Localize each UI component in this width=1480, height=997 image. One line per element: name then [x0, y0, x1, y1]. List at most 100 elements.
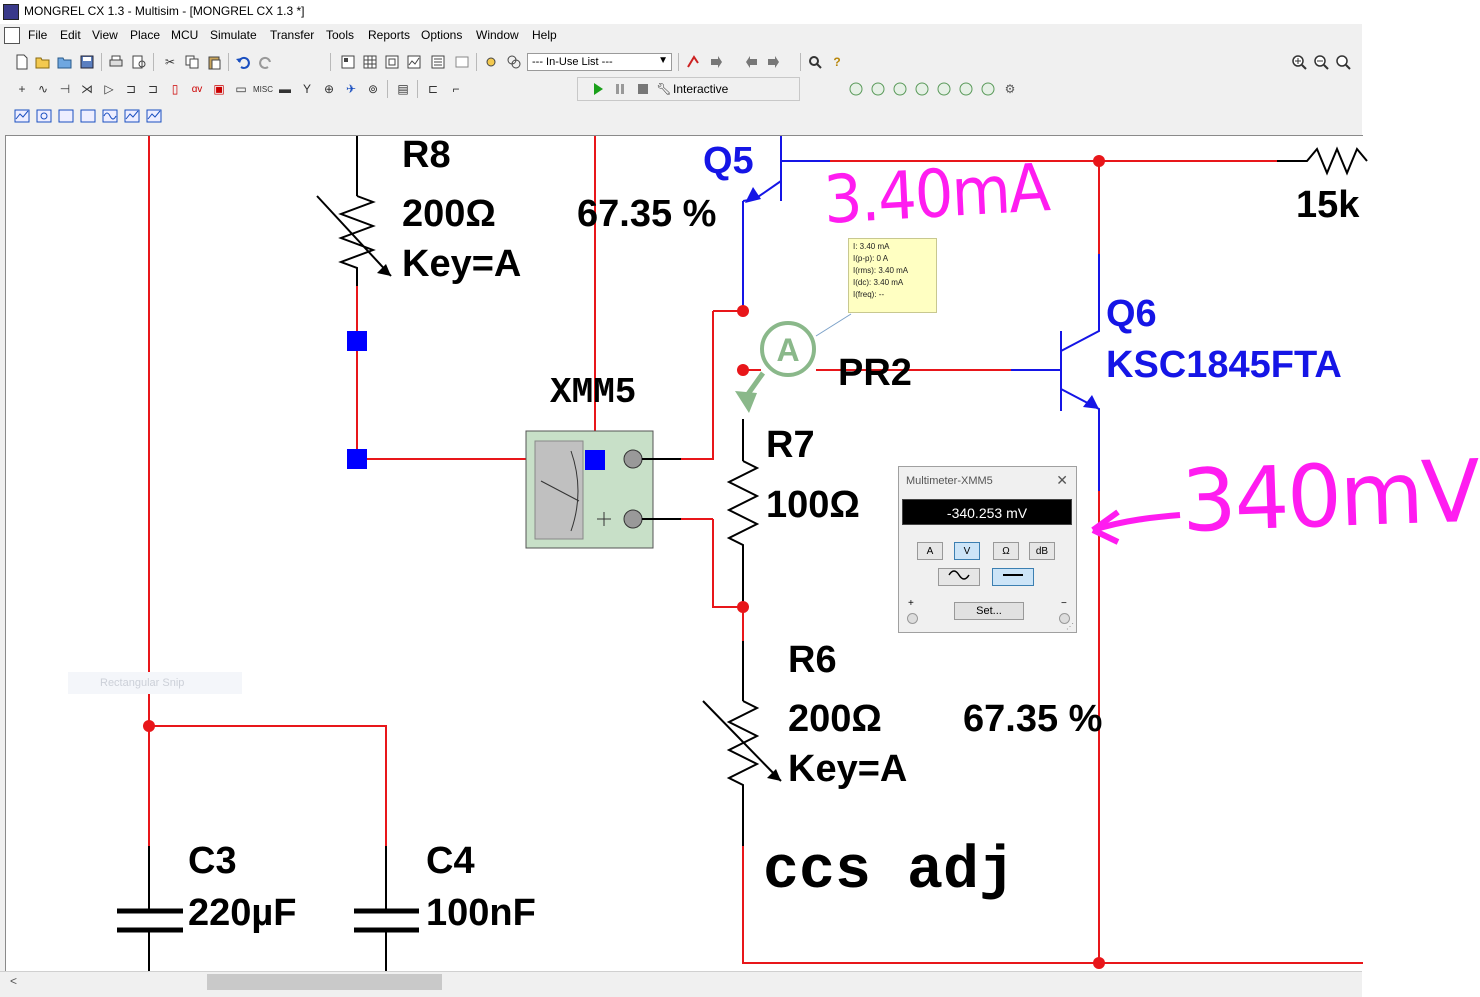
grapher-icon[interactable]	[406, 54, 422, 70]
stop-icon[interactable]	[635, 81, 651, 97]
erc-icon[interactable]	[685, 54, 701, 70]
undo-icon[interactable]	[235, 54, 251, 70]
plus-terminal[interactable]	[907, 613, 918, 624]
menu-tools[interactable]: Tools	[326, 28, 355, 42]
scroll-left-icon[interactable]: <	[10, 974, 18, 988]
paste-icon[interactable]	[206, 54, 222, 70]
probe-current-icon[interactable]	[870, 81, 886, 97]
open-icon[interactable]	[35, 54, 51, 70]
misc-digital-icon[interactable]: ▯	[171, 82, 179, 96]
find-icon[interactable]	[807, 54, 823, 70]
scroll-thumb[interactable]	[207, 974, 442, 990]
save-icon[interactable]	[79, 54, 95, 70]
menu-edit[interactable]: Edit	[60, 28, 81, 42]
menu-view[interactable]: View	[92, 28, 118, 42]
xmm5-name: XMM5	[550, 372, 637, 413]
ac-mode-button[interactable]	[938, 568, 980, 586]
print-preview-icon[interactable]	[131, 54, 147, 70]
mode-ammeter-button[interactable]: A	[917, 542, 943, 560]
bus-icon[interactable]: ⌐	[452, 82, 460, 96]
probe-voltage-icon[interactable]	[848, 81, 864, 97]
interactive-mode-label[interactable]: Interactive	[673, 82, 729, 96]
rf-icon[interactable]: Y	[302, 82, 311, 96]
probe-power-icon[interactable]	[892, 81, 908, 97]
open-sample-icon[interactable]	[57, 54, 73, 70]
run-icon[interactable]	[590, 81, 606, 97]
horizontal-scrollbar[interactable]: <	[0, 971, 1362, 997]
database-icon[interactable]	[384, 54, 400, 70]
minus-terminal[interactable]	[1059, 613, 1070, 624]
redo-icon[interactable]	[258, 54, 274, 70]
instrument-oscilloscope-icon[interactable]	[102, 108, 118, 124]
description-box-icon[interactable]	[430, 54, 446, 70]
menu-file[interactable]: File	[28, 28, 48, 42]
probe-differential-icon[interactable]	[914, 81, 930, 97]
menu-reports[interactable]: Reports	[368, 28, 411, 42]
back-annotate-icon[interactable]	[744, 54, 760, 70]
resistor-15k-value: 15k	[1296, 184, 1360, 226]
close-icon[interactable]: ✕	[1056, 472, 1068, 488]
indicator-icon[interactable]: ▣	[213, 82, 225, 96]
q6-model: KSC1845FTA	[1106, 344, 1342, 386]
connectors-icon[interactable]: ⊚	[367, 82, 379, 96]
pause-icon[interactable]	[612, 81, 628, 97]
mixed-icon[interactable]: ɑv	[191, 83, 203, 95]
mcu-icon[interactable]: ▤	[397, 82, 409, 96]
menu-window[interactable]: Window	[476, 28, 519, 42]
in-use-list-dropdown[interactable]: --- In-Use List ---▼	[527, 53, 672, 71]
diode-icon[interactable]: ⊣	[59, 82, 71, 96]
schematic-canvas[interactable]: A	[5, 135, 1368, 972]
menu-options[interactable]: Options	[421, 28, 463, 42]
zoom-out-icon[interactable]	[1313, 54, 1329, 70]
component-wizard-icon[interactable]	[483, 54, 499, 70]
probe-reference-icon[interactable]	[958, 81, 974, 97]
advanced-peripherals-icon[interactable]: ▬	[279, 82, 291, 96]
instrument-bode-plotter-icon[interactable]	[124, 108, 140, 124]
instrument-spectrum-icon[interactable]	[146, 108, 162, 124]
cut-icon[interactable]: ✂	[164, 55, 176, 69]
print-icon[interactable]	[108, 54, 124, 70]
menu-help[interactable]: Help	[532, 28, 557, 42]
document-icon[interactable]	[4, 27, 20, 44]
analog-icon[interactable]: ▷	[104, 82, 114, 96]
design-toolbox-icon[interactable]	[340, 54, 356, 70]
basic-icon[interactable]: ∿	[37, 82, 49, 96]
forward-annotate-icon[interactable]	[765, 54, 781, 70]
dc-mode-button[interactable]	[992, 568, 1034, 586]
ni-components-icon[interactable]: ✈	[345, 82, 357, 96]
menu-transfer[interactable]: Transfer	[270, 28, 315, 42]
probe-digital-icon[interactable]	[980, 81, 996, 97]
ttl-icon[interactable]: ⊐	[125, 82, 137, 96]
cmos-icon[interactable]: ⊐	[147, 82, 159, 96]
resize-grip-icon[interactable]: ⋰	[1066, 622, 1074, 631]
multimeter-dialog[interactable]: Multimeter-XMM5 ✕ -340.253 mV A V Ω dB S…	[898, 466, 1077, 633]
misc-icon[interactable]: MISC	[253, 84, 273, 94]
instrument-function-generator-icon[interactable]	[58, 108, 74, 124]
electromechanical-icon[interactable]: ⊕	[323, 82, 335, 96]
mode-ohmmeter-button[interactable]: Ω	[993, 542, 1019, 560]
probe-settings-gear-icon[interactable]: ⚙	[1004, 82, 1016, 96]
menu-simulate[interactable]: Simulate	[210, 28, 257, 42]
instrument-grapher-icon[interactable]	[14, 108, 30, 124]
probe-voltage-current-icon[interactable]	[936, 81, 952, 97]
transistor-icon[interactable]: ⋊	[81, 82, 93, 96]
help-icon[interactable]: ?	[833, 55, 841, 69]
menu-place[interactable]: Place	[130, 28, 161, 42]
copy-icon[interactable]	[184, 54, 200, 70]
breadboard-icon[interactable]	[454, 54, 470, 70]
menu-mcu[interactable]: MCU	[171, 28, 199, 42]
hierarchical-block-icon[interactable]: ⊏	[427, 82, 439, 96]
instrument-wattmeter-icon[interactable]	[80, 108, 96, 124]
source-icon[interactable]: +	[18, 82, 26, 96]
zoom-in-icon[interactable]	[1291, 54, 1307, 70]
zoom-area-icon[interactable]	[1335, 54, 1351, 70]
transfer-forward-icon[interactable]	[708, 54, 724, 70]
instrument-multimeter-icon[interactable]	[36, 108, 52, 124]
postprocessor-icon[interactable]	[506, 54, 522, 70]
mode-voltmeter-button[interactable]: V	[954, 542, 980, 560]
new-icon[interactable]	[14, 54, 30, 70]
multimeter-set-button[interactable]: Set...	[954, 602, 1024, 620]
mode-decibel-button[interactable]: dB	[1029, 542, 1055, 560]
power-icon[interactable]: ▭	[235, 82, 247, 96]
spreadsheet-icon[interactable]	[362, 54, 378, 70]
